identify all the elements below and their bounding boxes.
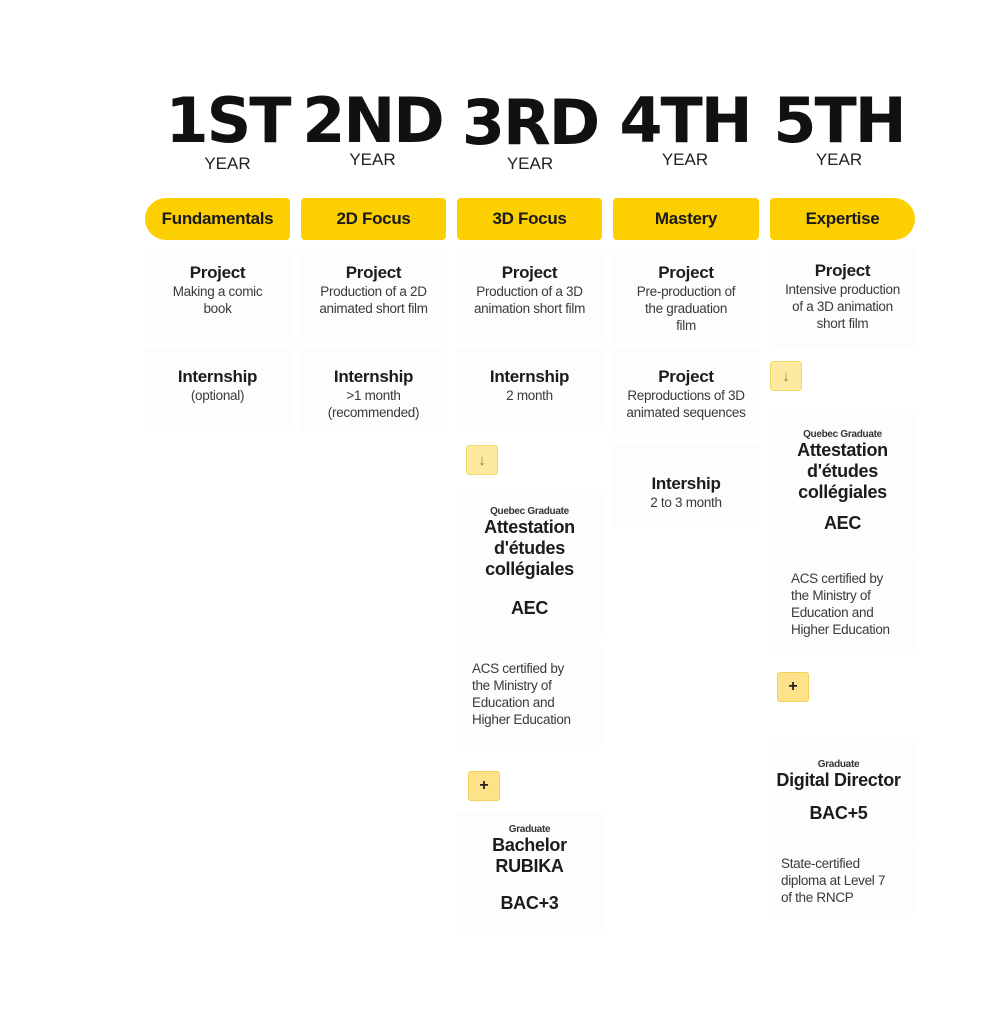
col5-graduate-desc-2: diploma at Level 7 — [781, 873, 886, 888]
col3-plus-icon: + — [468, 771, 500, 801]
year-5-label: YEAR — [815, 150, 863, 169]
col5-aec-desc-4: Higher Education — [791, 622, 890, 637]
col5-aec-desc-2: the Ministry of — [791, 588, 871, 603]
phase-expertise: Expertise — [770, 198, 915, 240]
year-2-number: 2ND — [302, 84, 445, 157]
col3-aec-desc-3: Education and — [472, 695, 555, 710]
col5-aec-title-3: collégiales — [798, 482, 887, 502]
phase-fundamentals: Fundamentals — [145, 198, 290, 240]
col3-internship-card: Internship 2 month — [457, 350, 602, 428]
col3-internship-desc: 2 month — [506, 388, 553, 403]
col2-project-title: Project — [345, 263, 402, 282]
col3-aec-desc-4: Higher Education — [472, 712, 571, 727]
col5-project-desc-3: short film — [816, 316, 869, 331]
col2-internship-desc-1: >1 month — [346, 388, 401, 403]
col5-aec-label: Quebec Graduate — [803, 429, 882, 440]
col4-project2-desc-2: animated sequences — [626, 405, 746, 420]
col2-internship-title: Internship — [333, 367, 414, 386]
col3-aec-desc-2: the Ministry of — [472, 678, 552, 693]
col5-aec-card: Quebec Graduate Attestation d'études col… — [770, 412, 915, 552]
col3-graduate-code: BAC+3 — [500, 893, 559, 913]
col1-project-desc-2: book — [203, 301, 232, 316]
col1-project-title: Project — [189, 263, 246, 282]
col2-project-desc-2: animated short film — [319, 301, 428, 316]
col3-aec-desc-card: ACS certified by the Ministry of Educati… — [457, 648, 602, 744]
col5-down-arrow-icon: ↓ — [770, 361, 802, 391]
col3-aec-code: AEC — [510, 598, 549, 618]
col4-project-title: Project — [658, 263, 714, 282]
col3-aec-title-3: collégiales — [485, 559, 574, 579]
col2-internship-card: Internship >1 month (recommended) — [301, 350, 446, 430]
col5-aec-title-1: Attestation — [797, 440, 888, 460]
year-4-number: 4TH — [619, 84, 752, 157]
col4-project2-desc-1: Reproductions of 3D — [627, 388, 745, 403]
col3-project-desc-1: Production of a 3D — [476, 284, 583, 299]
col5-project-desc-1: Intensive production — [785, 282, 900, 297]
col3-aec-desc-1: ACS certified by — [472, 661, 564, 676]
col5-graduate-code: BAC+5 — [809, 803, 868, 823]
col5-graduate-desc-1: State-certified — [781, 856, 860, 871]
col4-internship-title: Intership — [651, 474, 721, 493]
col4-internship-desc: 2 to 3 month — [650, 495, 722, 510]
col5-aec-desc-3: Education and — [791, 605, 874, 620]
col5-graduate-card: Graduate Digital Director BAC+5 — [770, 740, 915, 840]
col5-graduate-desc-3: of the RNCP — [781, 890, 854, 905]
phase-2d-focus: 2D Focus — [301, 198, 446, 240]
col3-aec-title-1: Attestation — [484, 517, 575, 537]
col5-aec-desc-1: ACS certified by — [791, 571, 883, 586]
col4-internship-card: Intership 2 to 3 month — [613, 446, 759, 526]
col3-aec-label: Quebec Graduate — [490, 506, 569, 517]
col3-aec-card: Quebec Graduate Attestation d'études col… — [457, 490, 602, 638]
col5-plus-icon: + — [777, 672, 809, 702]
col5-project-title: Project — [814, 261, 871, 280]
col2-project-card: Project Production of a 2D animated shor… — [301, 252, 446, 340]
col5-graduate-label: Graduate — [817, 759, 860, 770]
col4-project-desc-3: film — [676, 318, 696, 333]
col3-project-desc-2: animation short film — [473, 301, 586, 316]
col5-project-desc-2: of a 3D animation — [792, 299, 893, 314]
col5-graduate-desc-card: State-certified diploma at Level 7 of th… — [770, 846, 915, 912]
year-3-label: YEAR — [506, 154, 554, 173]
col4-project-desc-2: the graduation — [644, 301, 728, 316]
col3-project-title: Project — [501, 263, 558, 282]
col2-internship-desc-2: (recommended) — [327, 405, 420, 420]
phase-mastery: Mastery — [613, 198, 759, 240]
col4-project-desc-1: Pre-production of — [636, 284, 736, 299]
col5-graduate-title: Digital Director — [776, 770, 901, 790]
col3-graduate-label: Graduate — [508, 824, 551, 835]
col3-project-card: Project Production of a 3D animation sho… — [457, 252, 602, 340]
year-3-number: 3RD — [461, 86, 600, 159]
col3-graduate-card: Graduate Bachelor RUBIKA BAC+3 — [457, 814, 602, 934]
col1-internship-card: Internship (optional) — [145, 350, 290, 428]
phase-3d-focus: 3D Focus — [457, 198, 602, 240]
year-1-number: 1ST — [165, 84, 291, 157]
year-4-label: YEAR — [661, 150, 709, 169]
col3-graduate-title-2: RUBIKA — [495, 856, 564, 876]
col5-aec-code: AEC — [823, 513, 862, 533]
col4-project2-title: Project — [658, 367, 714, 386]
col1-internship-title: Internship — [177, 367, 258, 386]
col5-aec-desc-card: ACS certified by the Ministry of Educati… — [770, 558, 915, 652]
col1-project-card: Project Making a comic book — [145, 252, 290, 340]
col3-graduate-title-1: Bachelor — [492, 835, 567, 855]
year-5-number: 5TH — [773, 84, 906, 157]
year-2-label: YEAR — [349, 150, 396, 169]
col3-down-arrow-icon: ↓ — [466, 445, 498, 475]
col3-aec-title-2: d'études — [494, 538, 565, 558]
year-1-label: YEAR — [204, 154, 251, 173]
col1-internship-desc: (optional) — [190, 388, 245, 403]
col5-project-card: Project Intensive production of a 3D ani… — [770, 250, 915, 345]
col3-internship-title: Internship — [489, 367, 570, 386]
col4-project-card: Project Pre-production of the graduation… — [613, 252, 759, 342]
col4-project2-card: Project Reproductions of 3D animated seq… — [613, 350, 759, 436]
col1-project-desc-1: Making a comic — [172, 284, 263, 299]
col2-project-desc-1: Production of a 2D — [320, 284, 427, 299]
col5-aec-title-2: d'études — [807, 461, 878, 481]
